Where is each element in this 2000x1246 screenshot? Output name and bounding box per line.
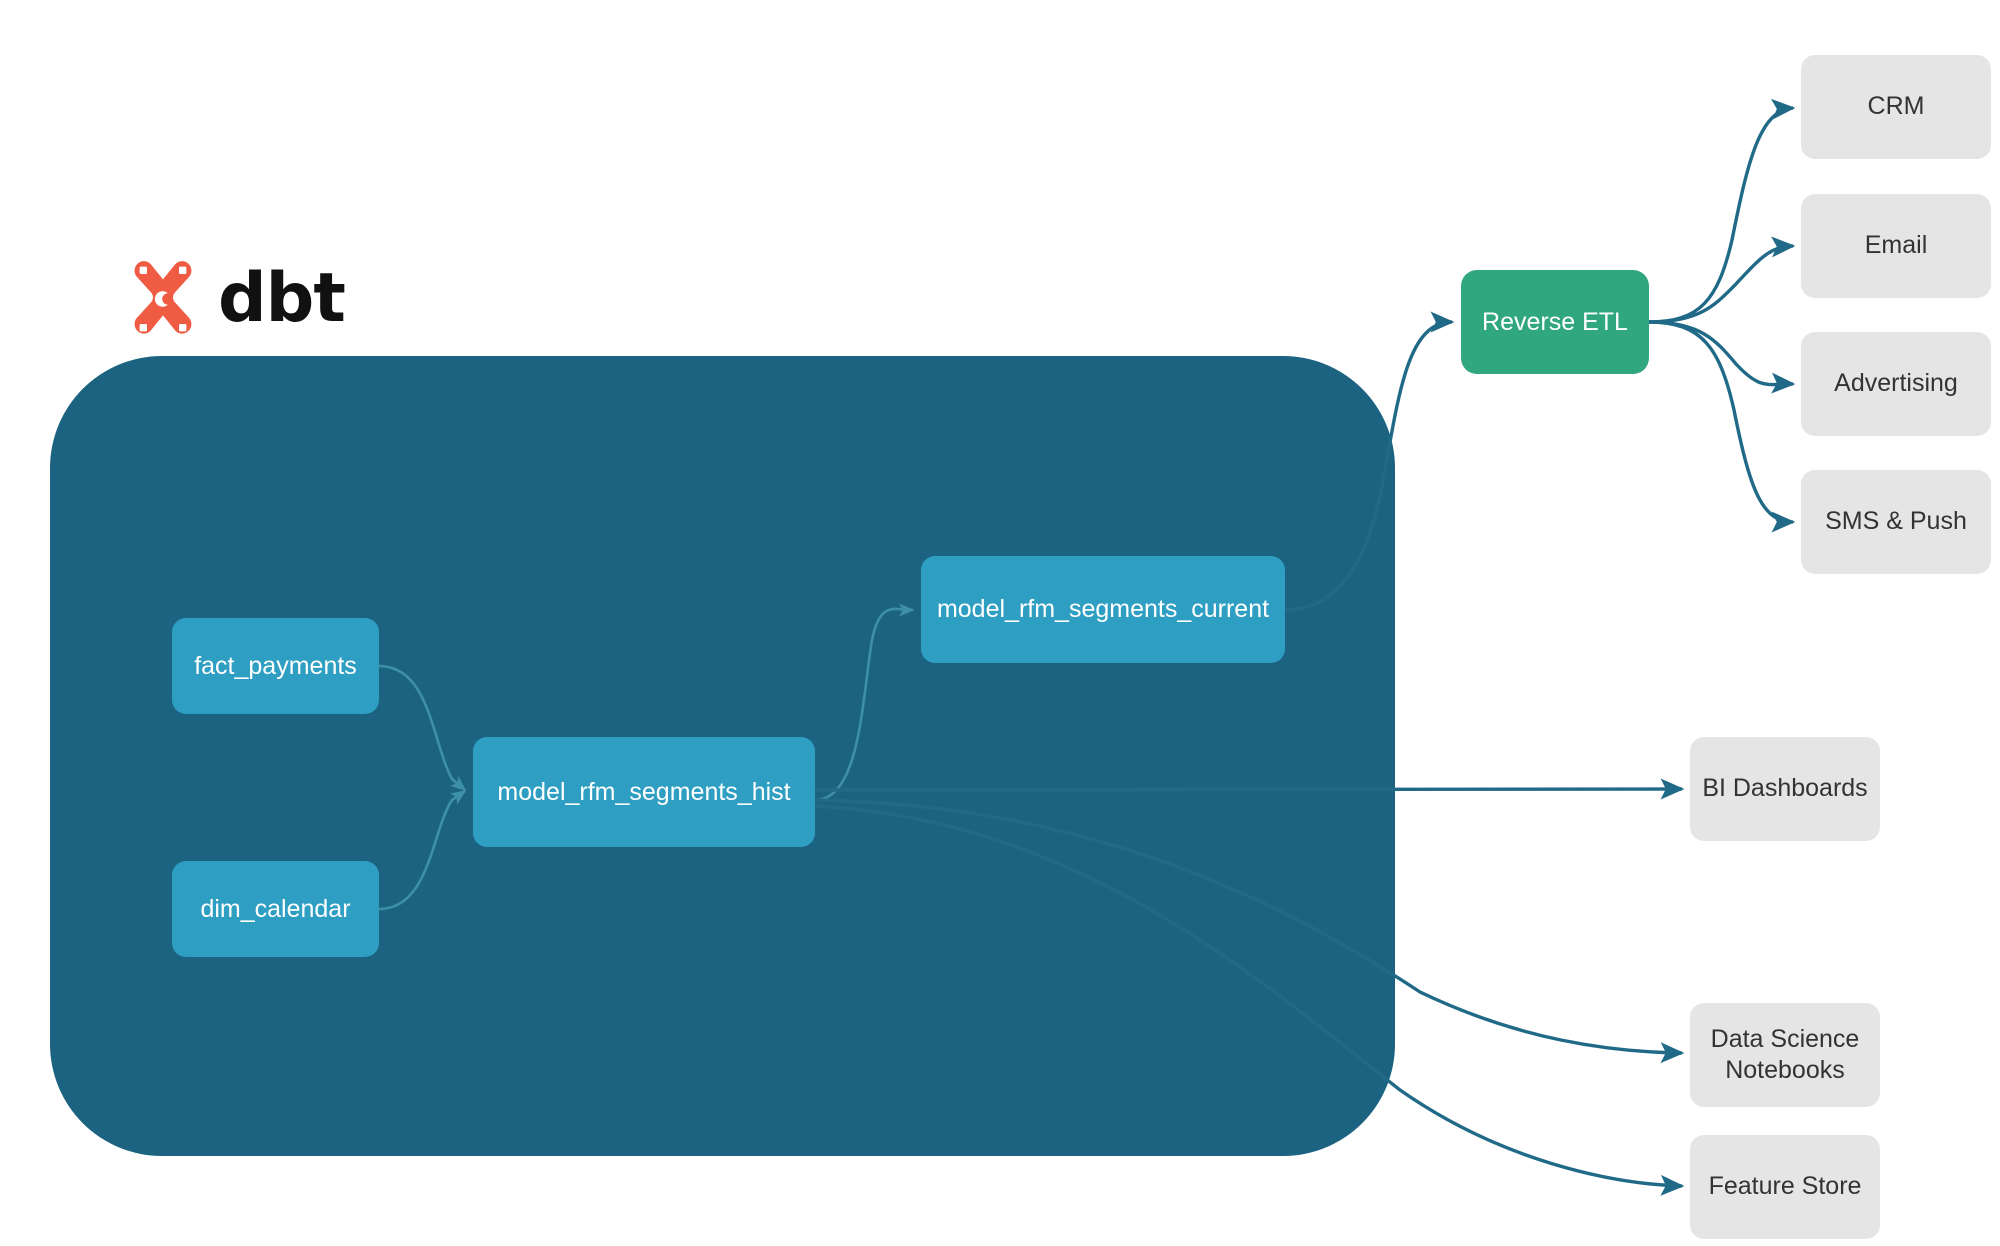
node-reverse-etl[interactable]: Reverse ETL [1461, 270, 1649, 374]
node-email[interactable]: Email [1801, 194, 1991, 298]
edge-reverse-etl-to-sms-push [1648, 320, 1796, 533]
node-fact-payments-label: fact_payments [194, 651, 357, 680]
node-feature-store[interactable]: Feature Store [1690, 1135, 1880, 1239]
edge-reverse-etl-to-email [1648, 236, 1796, 324]
edge-reverse-etl-to-advertising [1648, 320, 1796, 394]
node-model-rfm-segments-hist[interactable]: model_rfm_segments_hist [473, 737, 815, 847]
node-reverse-etl-label: Reverse ETL [1482, 307, 1628, 336]
node-crm[interactable]: CRM [1801, 55, 1991, 159]
node-crm-label: CRM [1867, 92, 1925, 121]
node-fact-payments[interactable]: fact_payments [172, 618, 379, 714]
node-sms-push[interactable]: SMS & Push [1801, 470, 1991, 574]
node-data-science-notebooks[interactable]: Data Science Notebooks [1690, 1003, 1880, 1107]
node-data-science-notebooks-label-line1: Data Science [1710, 1024, 1860, 1053]
dbt-x-logo-icon [134, 261, 192, 334]
node-advertising[interactable]: Advertising [1801, 332, 1991, 436]
node-model-rfm-segments-hist-label: model_rfm_segments_hist [497, 777, 791, 806]
edge-reverse-etl-to-crm [1648, 98, 1796, 324]
node-model-rfm-segments-current-label: model_rfm_segments_current [936, 595, 1270, 623]
node-feature-store-label: Feature Store [1708, 1172, 1862, 1201]
node-data-science-notebooks-label: Data Science Notebooks [1711, 1024, 1860, 1087]
node-advertising-label: Advertising [1834, 369, 1958, 398]
node-bi-dashboards[interactable]: BI Dashboards [1690, 737, 1880, 841]
node-bi-dashboards-label: BI Dashboards [1702, 774, 1868, 803]
node-dim-calendar-label: dim_calendar [200, 894, 351, 923]
dbt-brand-lockup: dbt [122, 258, 346, 340]
node-sms-push-label: SMS & Push [1825, 507, 1967, 536]
node-dim-calendar[interactable]: dim_calendar [172, 861, 379, 957]
node-data-science-notebooks-label-line2: Notebooks [1725, 1056, 1845, 1084]
node-model-rfm-segments-current[interactable]: model_rfm_segments_current [921, 556, 1285, 663]
node-email-label: Email [1864, 231, 1928, 260]
dbt-wordmark: dbt [218, 259, 346, 338]
